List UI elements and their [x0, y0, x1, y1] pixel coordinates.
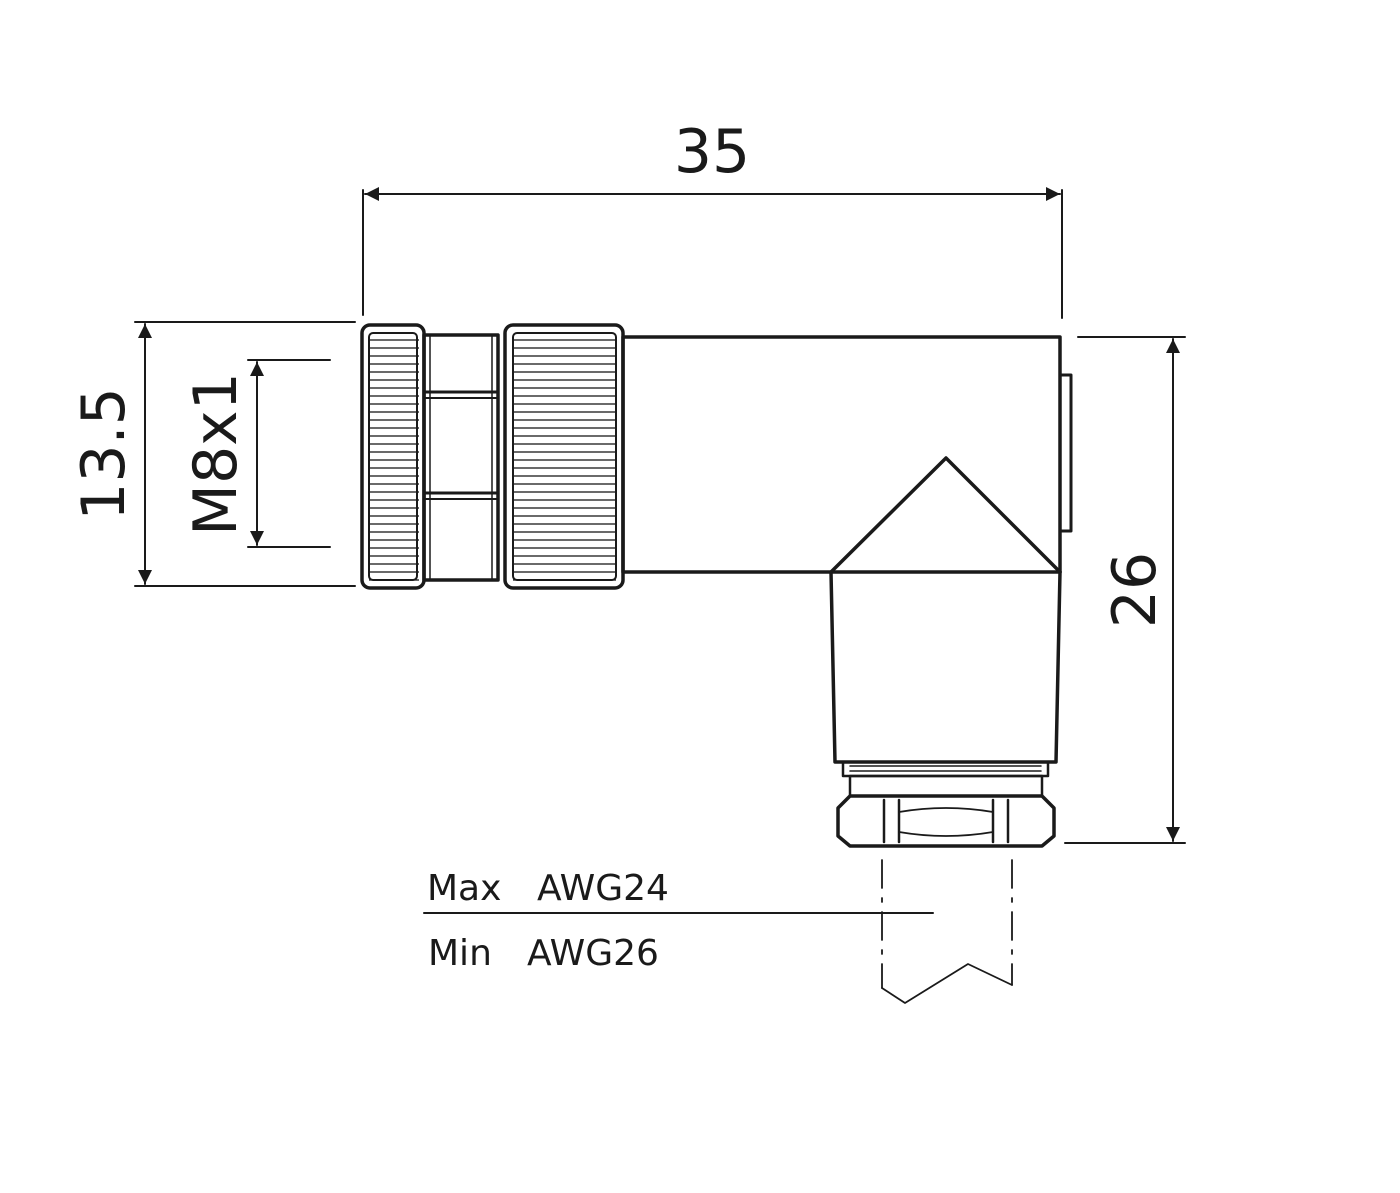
dimension-height-label: 26 [1100, 552, 1170, 628]
knurled-ring-front [360, 323, 426, 590]
connector-body [360, 323, 1073, 1004]
wire-gauge-min: Min AWG26 [428, 933, 659, 974]
dimension-thread [247, 359, 331, 548]
dimension-thread-label: M8x1 [181, 372, 251, 536]
wire-gauge-max-value: AWG24 [537, 868, 669, 909]
knurled-ring-rear [503, 323, 625, 590]
dimension-length [362, 187, 1063, 319]
wire-gauge-min-value: AWG26 [527, 933, 659, 974]
dimension-diameter [134, 321, 356, 587]
dimension-length-label: 35 [674, 117, 750, 187]
cable-break [881, 859, 1013, 1004]
cable-outlet [829, 570, 1062, 764]
hex-nut [422, 333, 500, 582]
dimension-diameter-label: 13.5 [69, 387, 139, 521]
dimension-height [1064, 336, 1186, 844]
cable-gland [836, 760, 1056, 848]
wire-gauge-max: Max AWG24 [427, 868, 669, 909]
wire-gauge-min-label: Min [428, 933, 492, 974]
main-housing [621, 335, 1073, 574]
wire-gauge-max-label: Max [427, 868, 501, 909]
